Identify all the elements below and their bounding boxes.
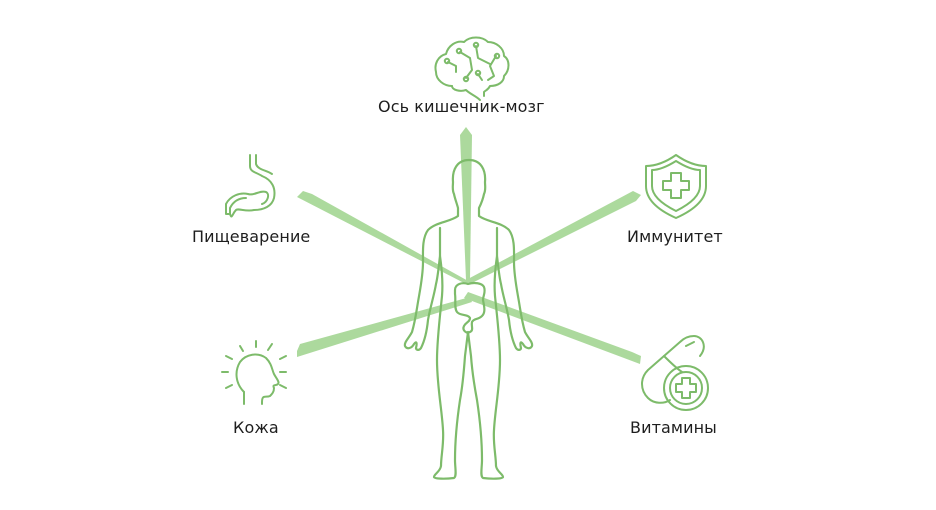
shield-cross-icon: [645, 154, 707, 219]
capsule-plus-icon: [641, 335, 709, 411]
beams: [297, 127, 641, 364]
beam-to-immunity: [466, 191, 641, 284]
label-gut-brain-axis: Ось кишечник-мозг: [378, 97, 545, 116]
label-skin: Кожа: [233, 418, 279, 437]
label-digestion: Пищеварение: [192, 227, 311, 246]
beam-to-digestion: [297, 191, 470, 284]
stomach-icon: [225, 154, 276, 218]
label-vitamins: Витамины: [630, 418, 717, 437]
human-body-outline: [403, 158, 534, 480]
head-glow-icon: [221, 340, 287, 405]
label-immunity: Иммунитет: [627, 227, 723, 246]
brain-icon: [434, 36, 510, 101]
beam-to-skin: [297, 297, 472, 357]
beam-to-brain: [460, 127, 472, 280]
beam-to-vitamins: [464, 292, 641, 364]
